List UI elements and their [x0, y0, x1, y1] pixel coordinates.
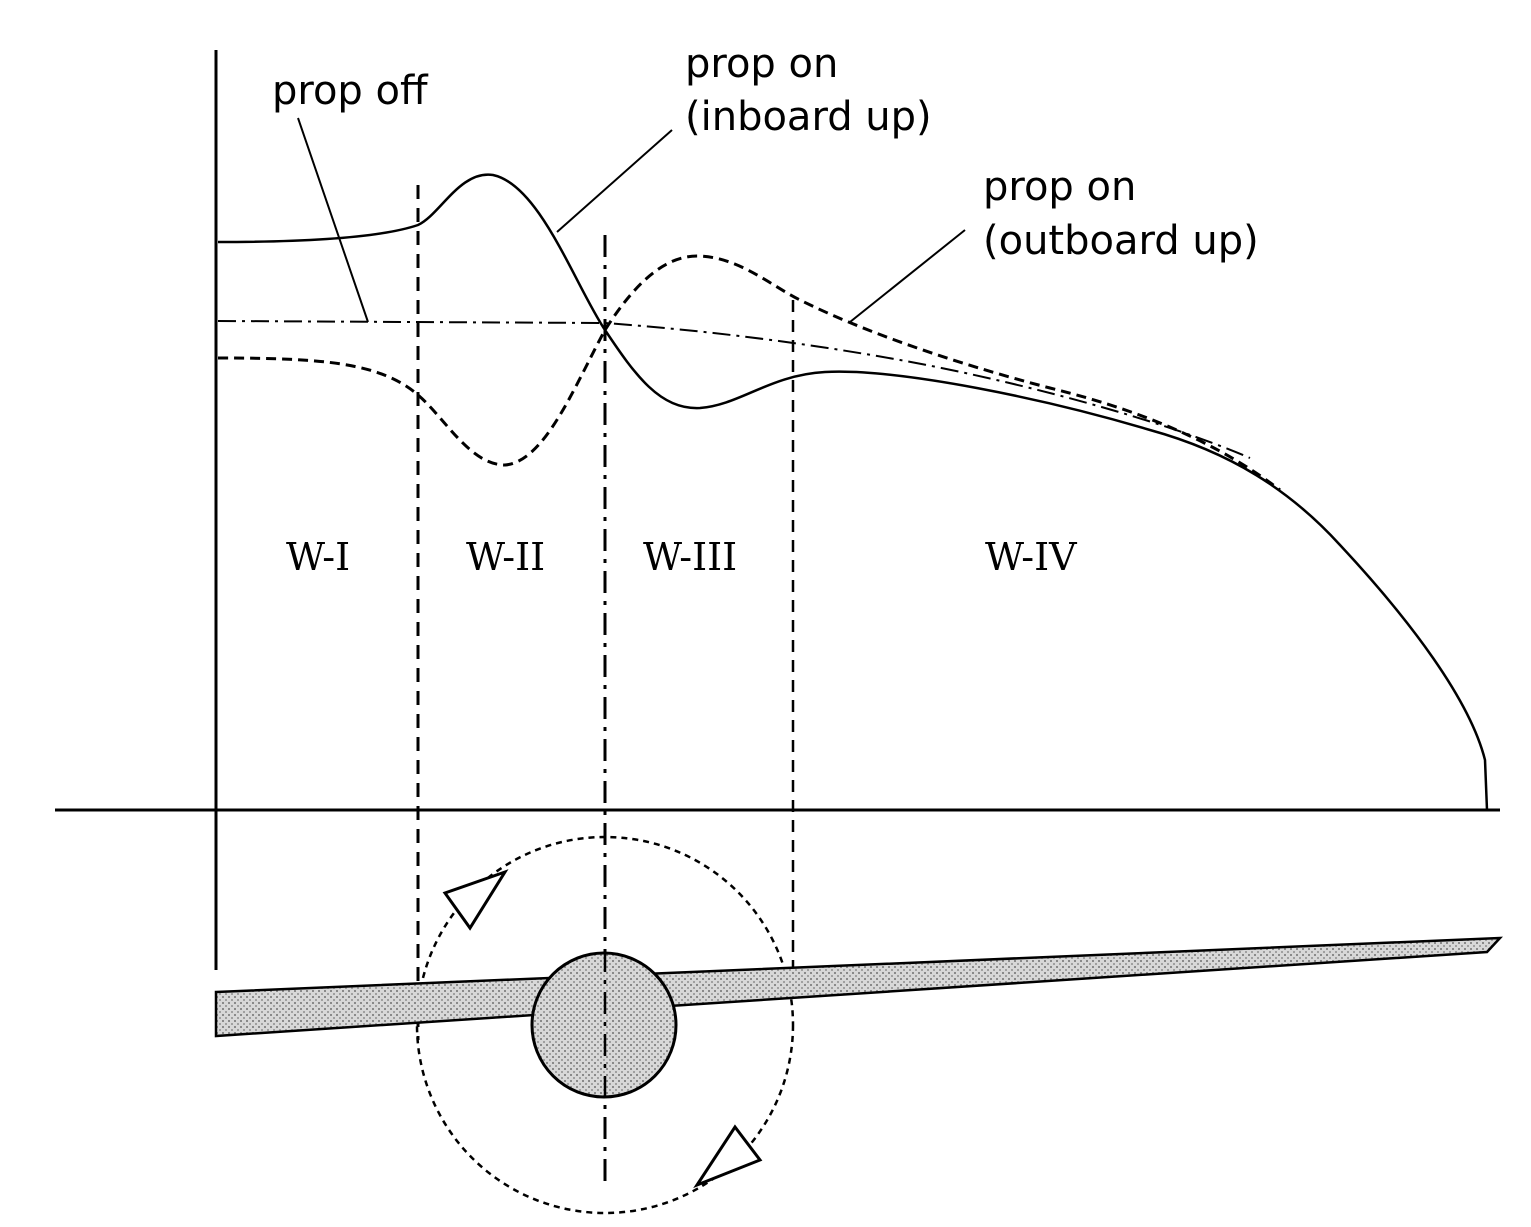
rotation-arrow-lower-icon [693, 1124, 763, 1189]
prop-on-inboard-up-curve [217, 173, 1489, 811]
prop-on-inboard-leader [556, 129, 673, 233]
zone-label-w4: W-IV [985, 535, 1077, 579]
prop-on-outboard-label-line2: (outboard up) [983, 218, 1259, 264]
prop-on-inboard-label-line2: (inboard up) [685, 94, 932, 140]
zone-label-w3: W-III [643, 535, 737, 579]
zone-label-w2: W-II [466, 535, 545, 579]
rotation-arrow-upper-icon [442, 869, 509, 931]
prop-off-leader [297, 117, 369, 323]
prop-on-outboard-label-line1: prop on [983, 164, 1136, 210]
prop-off-label: prop off [272, 68, 429, 114]
propeller-disk [415, 835, 795, 1215]
prop-on-inboard-label-line1: prop on [685, 41, 838, 87]
prop-on-outboard-leader [849, 229, 966, 323]
wing-planform [214, 936, 1503, 1038]
prop-on-outboard-up-curve [217, 254, 1281, 492]
zone-label-w1: W-I [286, 535, 350, 579]
prop-off-curve [217, 320, 1251, 459]
